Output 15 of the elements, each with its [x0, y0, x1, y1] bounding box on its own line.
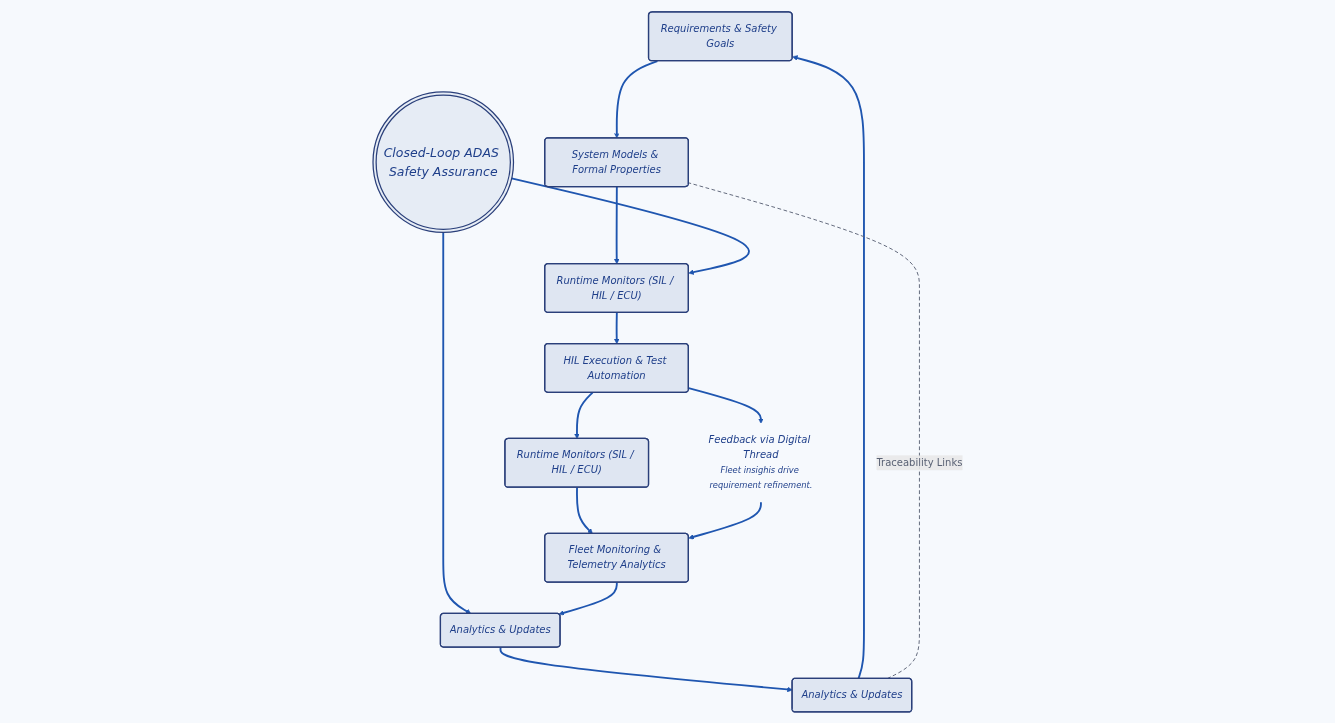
- arrow: [613, 311, 620, 344]
- arrow: [688, 500, 762, 539]
- arrow: [442, 231, 471, 614]
- arrow: [613, 59, 659, 138]
- node-label: Fleet insighis drive requirement refinement.: [709, 465, 813, 490]
- arrow: [687, 386, 764, 424]
- node-text: Feedback via Digital Thread: [708, 433, 810, 461]
- arrow: [574, 391, 594, 439]
- edge-label: Traceability Links: [876, 456, 963, 468]
- arrow: [792, 54, 865, 679]
- arrow: [510, 176, 750, 275]
- arrow: [613, 185, 620, 264]
- connector: [687, 181, 920, 679]
- arrow: [558, 581, 618, 615]
- arrow: [575, 486, 593, 534]
